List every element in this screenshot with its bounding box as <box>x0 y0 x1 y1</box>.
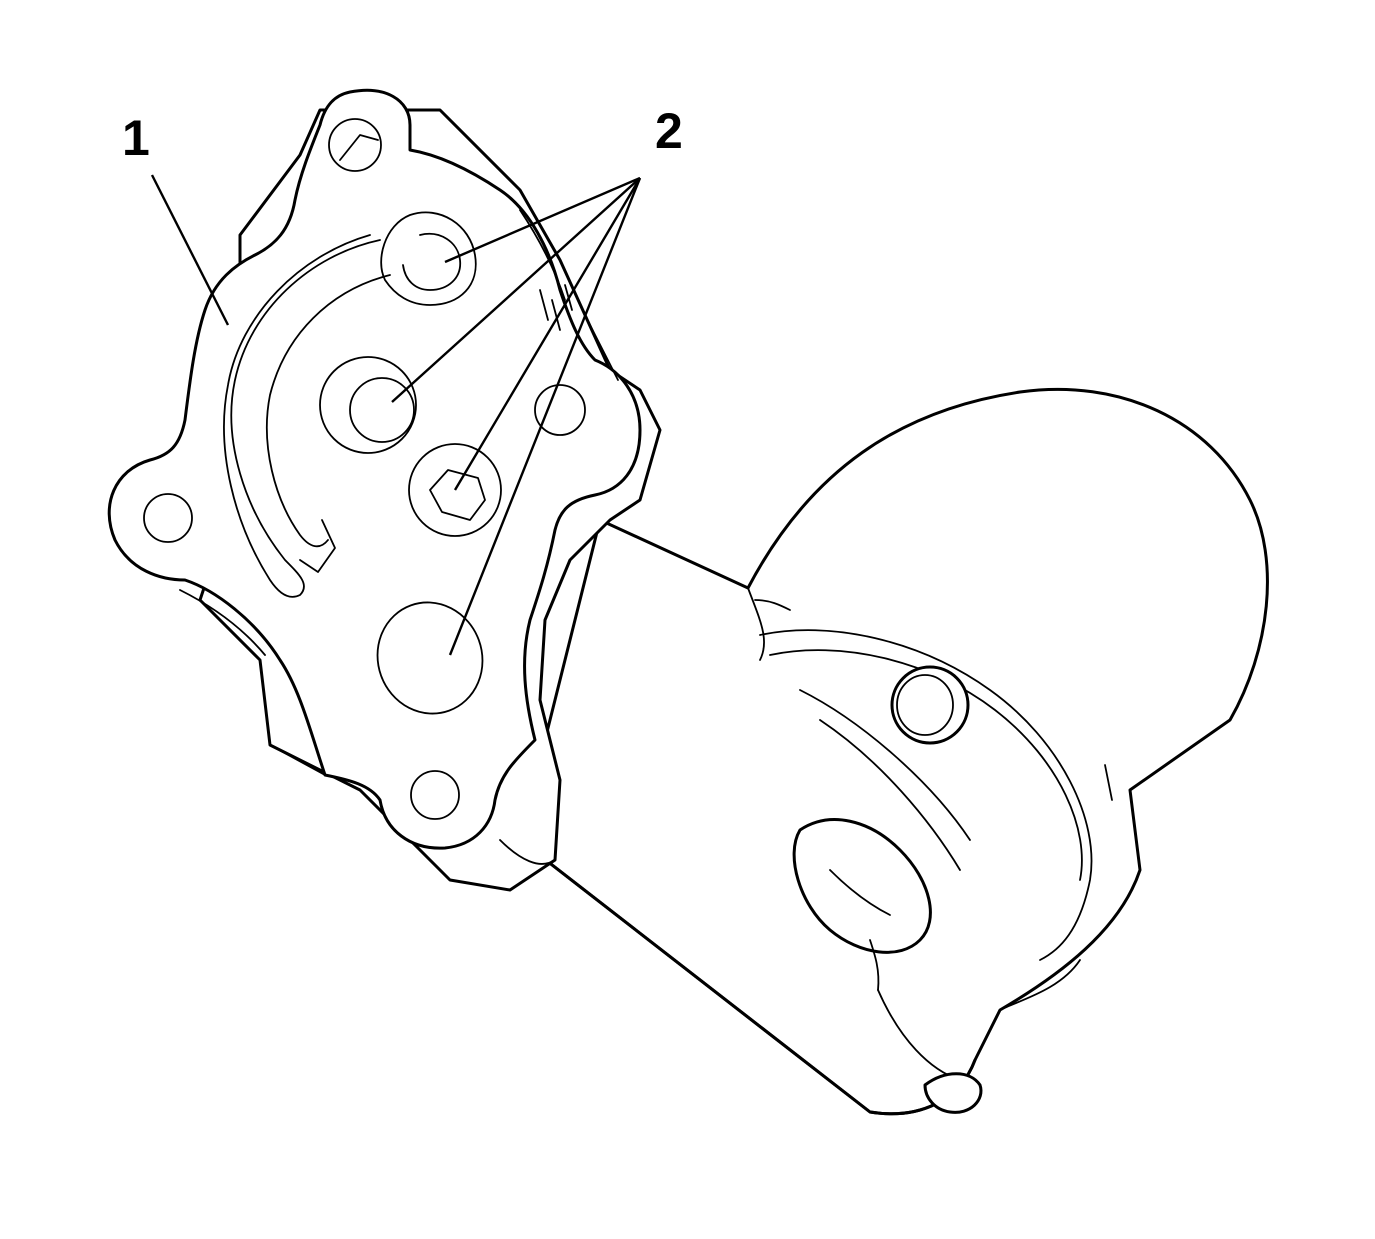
callout-1: 1 <box>122 110 150 166</box>
leader-2c <box>453 177 642 491</box>
callout-leaders <box>150 174 642 656</box>
callout-2: 2 <box>655 103 683 159</box>
leader-2a <box>444 176 641 264</box>
leader-1 <box>150 174 230 326</box>
motor-housing <box>518 387 1269 1116</box>
leader-2b <box>391 177 641 403</box>
leader-2d <box>448 177 642 656</box>
mounting-flange <box>107 88 662 892</box>
